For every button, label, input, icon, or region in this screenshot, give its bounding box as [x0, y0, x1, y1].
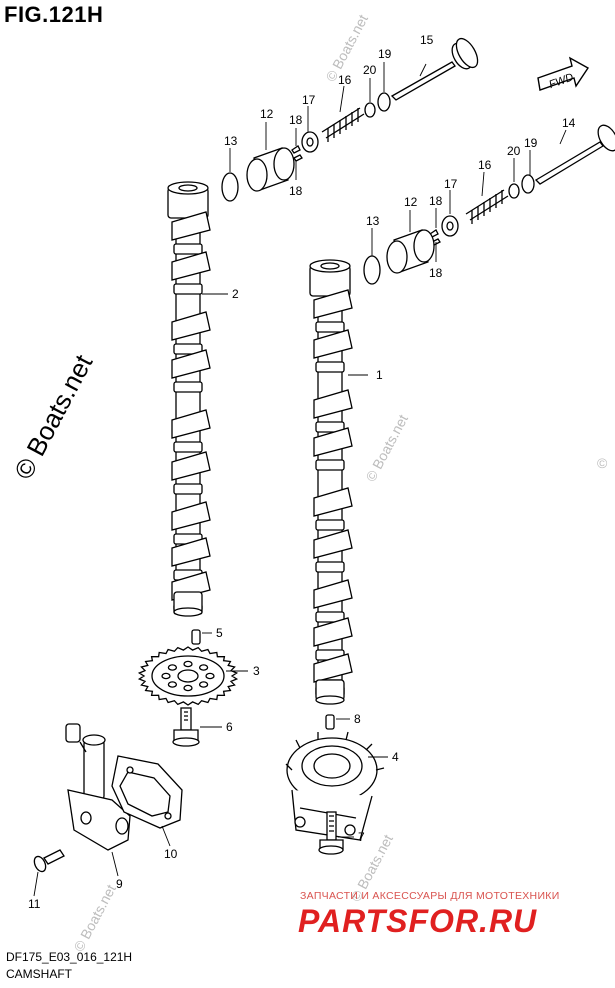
callout-3: 3 [253, 664, 260, 678]
oil-control-valve-9 [65, 723, 131, 851]
camshaft-left-lobe [171, 409, 211, 439]
callout-7: 7 [358, 830, 365, 844]
callout-11: 11 [28, 897, 41, 911]
sprocket-hole [205, 672, 215, 680]
camshaft-right-top-bore [320, 262, 340, 270]
callout-20: 20 [507, 144, 521, 158]
camshaft-right-lobe [313, 529, 353, 559]
pin-8 [325, 714, 335, 730]
camshaft-left-bottom-face [173, 607, 203, 617]
valve-assembly-left [221, 37, 479, 202]
fwd-arrow-icon: FWD [537, 56, 590, 91]
camshaft-right-lobe [313, 653, 353, 683]
sprocket-hole [198, 664, 209, 671]
callout-10: 10 [164, 847, 178, 861]
camshaft-left-journal [173, 381, 203, 393]
camshaft-right-journal [315, 519, 345, 531]
diagram-caption: CAMSHAFT [6, 967, 72, 981]
sprocket-hub [177, 669, 199, 683]
callout-12: 12 [260, 107, 274, 121]
camshaft-left-lobe [171, 349, 211, 379]
bolt-11 [33, 849, 65, 873]
callout-19: 19 [378, 47, 392, 61]
camshaft-right-journal [315, 561, 345, 573]
callout-18: 18 [289, 113, 303, 127]
callout-18: 18 [429, 266, 443, 280]
camshaft-right-journal [315, 321, 345, 333]
callout-19: 19 [524, 136, 538, 150]
sprocket-3 [137, 646, 239, 706]
camshaft-left [167, 181, 211, 617]
callout-16: 16 [478, 158, 492, 172]
figure-title: FIG.121H [4, 2, 104, 27]
callout-2: 2 [232, 287, 239, 301]
pin-5 [191, 629, 201, 645]
callout-20: 20 [363, 63, 377, 77]
camshaft-left-journal [173, 283, 203, 295]
promo-logo: PARTSFOR.RU [298, 903, 538, 939]
camshaft-left-journal [173, 343, 203, 355]
camshaft-left-lobe [171, 537, 211, 567]
camshaft-right-lobe [313, 329, 353, 359]
gasket-10 [111, 755, 183, 829]
leader-lines [33, 62, 567, 897]
valve-assembly-right [363, 124, 615, 285]
callout-9: 9 [116, 877, 123, 891]
callout-17: 17 [444, 177, 458, 191]
camshaft-right [309, 259, 353, 705]
camshaft-right-journal [315, 361, 345, 373]
sprocket-hole [161, 672, 171, 680]
camshaft-right-bottom-face [315, 695, 345, 705]
camshaft-left-journal [173, 441, 203, 453]
callout-13: 13 [224, 134, 238, 148]
callout-6: 6 [226, 720, 233, 734]
camshaft-right-journal [315, 611, 345, 623]
callout-18: 18 [289, 184, 303, 198]
watermark-small: © [597, 455, 608, 471]
camshaft-left-journal [173, 243, 203, 255]
sprocket-hole [167, 681, 178, 688]
callout-14: 14 [562, 116, 576, 130]
callout-8: 8 [354, 712, 361, 726]
callout-labels: 1 2 3 4 5 6 7 8 9 10 11 12 12 13 13 14 1… [28, 33, 576, 911]
camshaft-right-lobe [313, 617, 353, 647]
bolt-7 [318, 811, 344, 855]
sprocket-hole [183, 684, 193, 692]
camshaft-left-lobe [171, 451, 211, 481]
callout-17: 17 [302, 93, 316, 107]
camshaft-right-lobe [313, 289, 353, 319]
sprocket-hole [198, 681, 209, 688]
callout-18: 18 [429, 194, 443, 208]
sprocket-hole [183, 660, 193, 668]
sprocket-hole [167, 664, 178, 671]
camshaft-right-lobe [313, 487, 353, 517]
diagram-code: DF175_E03_016_121H [6, 950, 133, 964]
callout-5: 5 [216, 626, 223, 640]
camshaft-right-lobe [313, 427, 353, 457]
camshaft-left-journal [173, 483, 203, 495]
camshaft-left-lobe [171, 211, 211, 241]
callout-15: 15 [420, 33, 434, 47]
callout-16: 16 [338, 73, 352, 87]
camshaft-right-journal [315, 459, 345, 471]
camshaft-left-lobe [171, 501, 211, 531]
vvt-actuator-4 [285, 731, 385, 841]
camshaft-left-lobe [171, 251, 211, 281]
camshaft-right-lobe [313, 579, 353, 609]
camshaft-left-lobe [171, 311, 211, 341]
camshaft-right-lobe [313, 389, 353, 419]
camshaft-left-top-bore [178, 184, 198, 192]
promo-tagline: ЗАПЧАСТИ И АКСЕССУАРЫ ДЛЯ МОТОТЕХНИКИ [300, 890, 560, 902]
callout-1: 1 [376, 368, 383, 382]
callout-13: 13 [366, 214, 380, 228]
callout-4: 4 [392, 750, 399, 764]
callout-12: 12 [404, 195, 418, 209]
camshaft-right-journal [315, 421, 345, 433]
bolt-6 [172, 707, 200, 747]
